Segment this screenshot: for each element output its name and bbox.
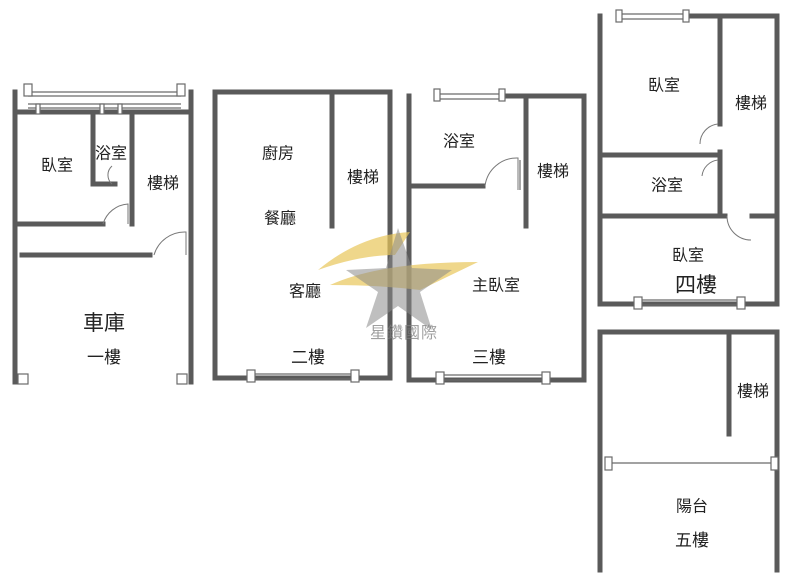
f4-floor-label: 四樓 [675, 273, 717, 297]
f1-garage-label: 車庫 [83, 311, 125, 335]
floor-2-plan: 廚房 樓梯 餐廳 客廳 二樓 [212, 89, 393, 383]
floor-5-plan: 樓梯 陽台 五樓 [597, 329, 780, 573]
floor-3-plan: 浴室 樓梯 主臥室 三樓 [406, 88, 587, 385]
f4-bedroom1-label: 臥室 [648, 76, 680, 95]
f3-bath-label: 浴室 [443, 132, 475, 151]
f2-floor-label: 二樓 [291, 348, 325, 368]
f1-bath-label: 浴室 [95, 144, 127, 163]
f1-floor-label: 一樓 [87, 348, 121, 368]
f3-master-label: 主臥室 [472, 276, 520, 295]
f5-floor-label: 五樓 [675, 531, 709, 551]
watermark-logo: 星鑽國際 [318, 228, 478, 342]
f5-balcony-label: 陽台 [676, 497, 708, 516]
f2-living-label: 客廳 [289, 282, 321, 301]
f4-stairs-label: 樓梯 [735, 94, 767, 113]
watermark-text: 星鑽國際 [370, 323, 438, 342]
floor-1-plan: 臥室 浴室 樓梯 車庫 一樓 [12, 83, 194, 385]
f4-bath-label: 浴室 [651, 176, 683, 195]
f3-floor-label: 三樓 [472, 348, 506, 368]
floor-4-plan: 臥室 樓梯 浴室 臥室 四樓 [597, 9, 780, 310]
f4-bedroom2-label: 臥室 [672, 246, 704, 265]
f1-stairs-label: 樓梯 [147, 174, 179, 193]
f2-kitchen-label: 廚房 [262, 144, 294, 163]
f2-dining-label: 餐廳 [264, 209, 296, 228]
f1-bedroom-label: 臥室 [41, 156, 73, 175]
f3-stairs-label: 樓梯 [537, 162, 569, 181]
f2-stairs-label: 樓梯 [347, 168, 379, 187]
f5-stairs-label: 樓梯 [737, 382, 769, 401]
